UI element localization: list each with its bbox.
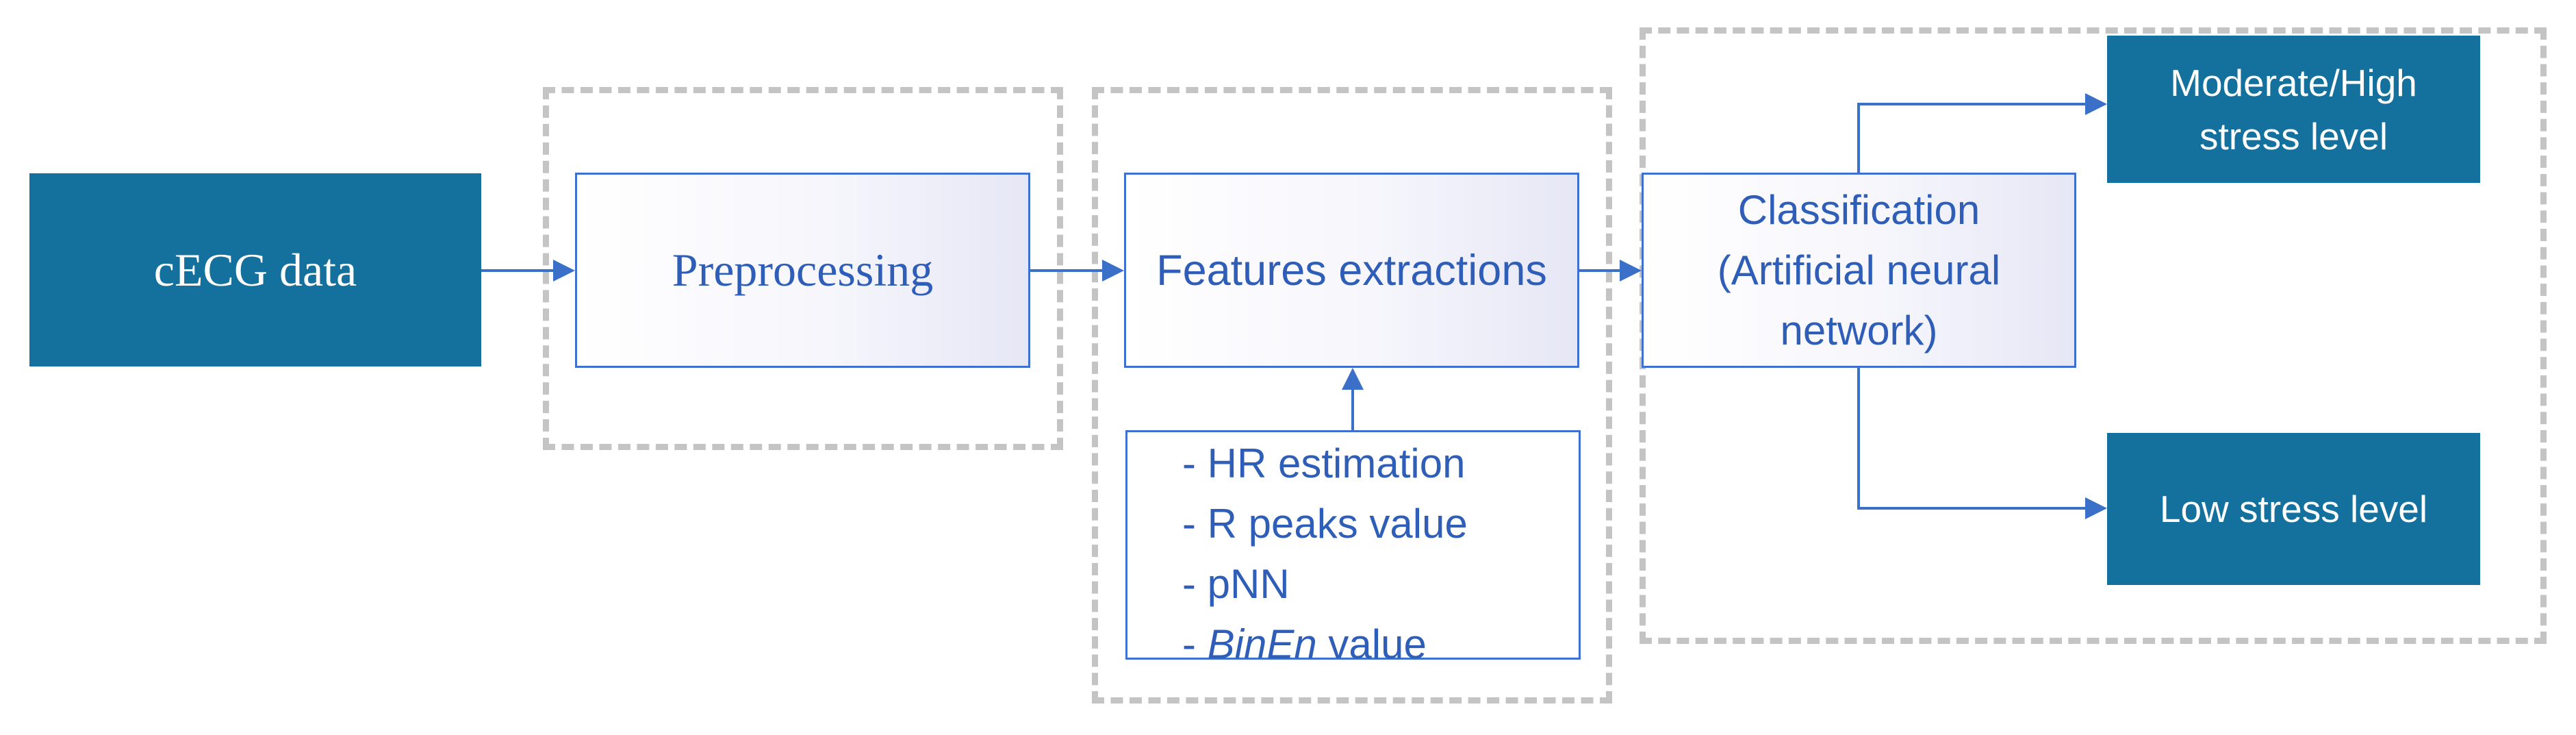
output-node-line: Moderate/High <box>2170 61 2417 104</box>
output-node-line: stress level <box>2199 114 2388 158</box>
output-node-low-stress: Low stress level <box>2107 433 2480 585</box>
output-node-moderate-high-stress: Moderate/High stress level <box>2107 36 2480 183</box>
features-group <box>1092 87 1612 703</box>
feature-list-item: - R peaks value <box>1182 501 1468 547</box>
preprocessing-node: Preprocessing <box>575 173 1030 368</box>
classification-node: Classification (Artificial neural networ… <box>1642 173 2076 368</box>
feature-list-item: - HR estimation <box>1182 440 1466 486</box>
arrow-classification-to-high-stress <box>1857 93 2107 173</box>
arrow-classification-to-low-stress <box>1857 368 2107 519</box>
feature-list-box: - HR estimation - R peaks value - pNN - … <box>1125 430 1581 667</box>
features-extraction-node-label: Features extractions <box>1156 246 1547 295</box>
feature-list-item: - BinEn value <box>1182 621 1427 667</box>
input-node-label: cECG data <box>153 243 357 296</box>
classification-node-line: network) <box>1780 307 1938 353</box>
feature-list-item: - pNN <box>1182 561 1290 607</box>
input-node-cecg-data: cECG data <box>29 173 481 366</box>
preprocessing-node-label: Preprocessing <box>672 244 934 296</box>
preprocessing-group <box>543 87 1063 450</box>
classification-node-line: (Artificial neural <box>1717 247 2001 293</box>
features-extraction-node: Features extractions <box>1124 173 1579 368</box>
output-node-label: Low stress level <box>2159 488 2428 530</box>
classification-node-line: Classification <box>1737 186 1980 233</box>
